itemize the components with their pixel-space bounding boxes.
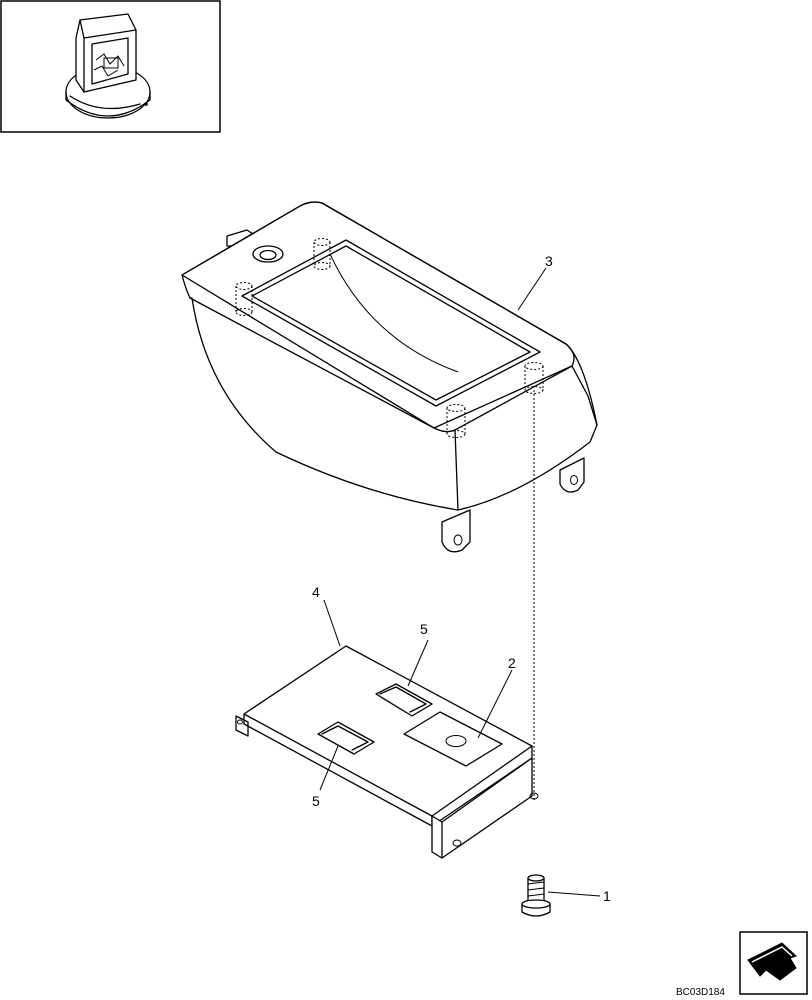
slot-openings bbox=[317, 683, 433, 755]
navigation-arrow-icon[interactable] bbox=[739, 931, 808, 995]
callout-3: 3 bbox=[545, 253, 553, 269]
bolt-icon bbox=[521, 874, 551, 917]
pad bbox=[403, 711, 503, 767]
mounting-bosses bbox=[235, 238, 544, 438]
callout-4: 4 bbox=[312, 584, 320, 600]
drawing-code: BC03D184 bbox=[676, 987, 725, 998]
callout-2: 2 bbox=[508, 655, 516, 671]
locator-inset bbox=[0, 0, 221, 133]
console-cover bbox=[181, 201, 598, 553]
callout-5-lower: 5 bbox=[312, 793, 320, 809]
machine-thumbnail-icon bbox=[65, 13, 151, 119]
callout-5-upper: 5 bbox=[420, 621, 428, 637]
base-plate bbox=[235, 645, 539, 859]
callout-1: 1 bbox=[603, 888, 611, 904]
leader-lines bbox=[319, 267, 601, 897]
